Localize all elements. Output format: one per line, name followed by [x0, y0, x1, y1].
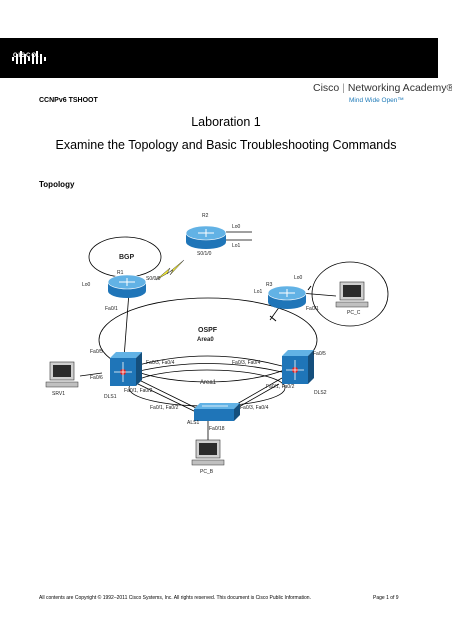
if-label-r2-lo1: Lo1 — [232, 243, 241, 249]
area1-cloud — [128, 369, 286, 407]
device-label-dls2: DLS2 — [314, 390, 327, 396]
if-label-dls1-fa05: Fa0/5 — [90, 349, 103, 355]
device-label-pc-c: PC_C — [347, 310, 361, 316]
if-label-r3-lo1: Lo1 — [254, 289, 263, 295]
academy-brand: Cisco — [313, 82, 340, 94]
if-label-r3-fa0: Fa0/1 — [306, 306, 319, 312]
if-label-r2-lo0: Lo0 — [232, 224, 241, 230]
if-label-dls2-to-als1: Fa0/1, Fa0/2 — [266, 384, 295, 390]
if-label-r1-s0: S0/0/0 — [146, 276, 161, 282]
bgp-label: BGP — [119, 254, 135, 261]
area0-label: Area0 — [197, 337, 214, 343]
if-label-dls1-to-dls2: Fa0/3, Fa0/4 — [146, 360, 175, 366]
lab-title: Laboration 1 — [191, 115, 261, 129]
device-label-als1: ALS1 — [187, 420, 199, 426]
copyright-notice: All contents are Copyright © 1992–2011 C… — [39, 595, 311, 601]
cisco-bars-icon — [12, 51, 46, 64]
device-label-r1: R1 — [117, 270, 124, 276]
switch-dls2-icon — [282, 350, 314, 384]
if-label-als1-right: Fa0/3, Fa0/4 — [240, 405, 269, 411]
section-heading-topology: Topology — [39, 180, 75, 189]
ospf-cloud — [98, 297, 318, 383]
if-label-als1-left: Fa0/1, Fa0/2 — [150, 405, 179, 411]
academy-logo: Cisco | Networking Academy® — [313, 82, 452, 94]
pc-srv1-icon — [45, 361, 79, 388]
pc-pc-b-icon — [191, 439, 225, 466]
page-number: Page 1 of 9 — [373, 595, 399, 601]
device-label-srv1: SRV1 — [52, 391, 65, 397]
device-label-r2: R2 — [202, 213, 209, 219]
cisco-logo-text: CISCO. — [13, 53, 40, 59]
pc-pc-c-icon — [335, 281, 369, 308]
topology-diagram: BGP OSPF Area0 Area1 R2 R1 R3 DLS1 DLS2 … — [45, 213, 389, 475]
device-label-dls1: DLS1 — [104, 394, 117, 400]
if-label-dls1-to-als1: Fa0/1, Fa0/2 — [124, 388, 153, 394]
academy-name: Networking Academy® — [347, 82, 452, 94]
if-label-dls2-to-dls1: Fa0/3, Fa0/4 — [232, 360, 261, 366]
router-r1-icon — [107, 274, 147, 298]
if-label-r1-lo0: Lo0 — [82, 282, 91, 288]
if-label-als1-fa18: Fa0/18 — [209, 426, 225, 432]
ospf-label: OSPF — [198, 327, 218, 334]
if-label-r2-s0: S0/1/0 — [197, 251, 212, 257]
device-label-r3: R3 — [266, 282, 273, 288]
if-label-dls2-fa05: Fa0/5 — [313, 351, 326, 357]
serial-link — [155, 259, 185, 281]
area1-label: Area1 — [200, 380, 217, 386]
academy-tagline: Mind Wide Open™ — [349, 97, 404, 104]
switch-dls1-icon — [110, 352, 142, 386]
switch-als1-icon — [194, 403, 240, 421]
lab-subtitle: Examine the Topology and Basic Troublesh… — [55, 138, 397, 152]
if-label-dls1-fa06: Fa0/6 — [90, 375, 103, 381]
if-label-r3-lo0: Lo0 — [294, 275, 303, 281]
header-band — [0, 38, 438, 78]
router-r3-icon — [267, 285, 307, 309]
if-label-r1-fa0: Fa0/1 — [105, 306, 118, 312]
router-r2-icon — [185, 225, 227, 249]
device-label-pc-b: PC_B — [200, 469, 214, 475]
course-label: CCNPv6 TSHOOT — [39, 97, 98, 104]
